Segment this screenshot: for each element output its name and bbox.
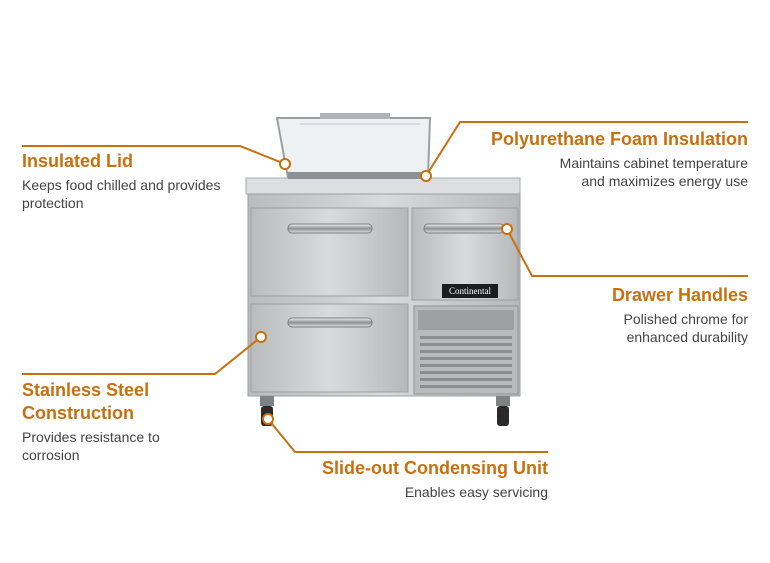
- condensing-unit-grille: [413, 305, 519, 395]
- callout-title: Polyurethane Foam Insulation: [490, 129, 748, 149]
- callout-stainless-steel: Stainless Steel Construction Provides re…: [22, 379, 232, 464]
- leader-dots: [255, 158, 513, 425]
- callout-description-line: Provides resistance to: [22, 429, 160, 445]
- callout-description-line: corrosion: [22, 447, 80, 463]
- callout-description: Keeps food chilled and provides protecti…: [22, 177, 221, 211]
- brand-plate-text: Continental: [449, 286, 491, 296]
- callout-drawer-handles: Drawer Handles Polished chrome for enhan…: [540, 284, 748, 346]
- callout-title: Stainless Steel Construction: [22, 379, 232, 425]
- drawer-top-left: [250, 207, 409, 297]
- callout-description-line: Polished chrome for: [623, 311, 748, 327]
- callout-title: Slide-out Condensing Unit: [322, 458, 548, 478]
- callout-insulated-lid: Insulated Lid Keeps food chilled and pro…: [22, 150, 247, 212]
- drawer-bottom-left: [250, 303, 409, 393]
- leader-insulated-lid: [22, 145, 286, 165]
- callout-title: Drawer Handles: [611, 285, 748, 305]
- dot-foam-insulation: [420, 170, 432, 182]
- leader-drawer-handles: [506, 228, 748, 277]
- callout-foam-insulation: Polyurethane Foam Insulation Maintains c…: [440, 128, 748, 190]
- countertop: [245, 172, 521, 195]
- callout-title-line: Construction: [22, 403, 134, 423]
- callout-description: Provides resistance to corrosion: [22, 428, 232, 464]
- leader-stainless-steel: [22, 336, 262, 375]
- dot-insulated-lid: [279, 158, 291, 170]
- leader-lines: [22, 121, 748, 453]
- callout-title: Insulated Lid: [22, 151, 134, 171]
- insulated-lid: [275, 113, 432, 179]
- leader-foam-insulation: [425, 121, 748, 177]
- dot-stainless-steel: [255, 331, 267, 343]
- callout-description: Enables easy servicing: [404, 484, 548, 500]
- callout-description-line: Maintains cabinet temperature: [559, 155, 748, 171]
- leader-condensing-unit: [267, 418, 548, 453]
- callout-title-line: Stainless Steel: [22, 380, 150, 400]
- callout-description: Polished chrome for enhanced durability: [540, 310, 748, 346]
- callout-description: Maintains cabinet temperature and maximi…: [440, 154, 748, 190]
- callout-description-line: and maximizes energy use: [581, 173, 748, 189]
- callout-description-line: enhanced durability: [626, 329, 748, 345]
- callout-condensing-unit: Slide-out Condensing Unit Enables easy s…: [290, 457, 548, 501]
- caster-right: [496, 396, 510, 426]
- dot-condensing-unit: [262, 413, 274, 425]
- dot-drawer-handles: [501, 223, 513, 235]
- brand-plate: Continental: [442, 284, 498, 298]
